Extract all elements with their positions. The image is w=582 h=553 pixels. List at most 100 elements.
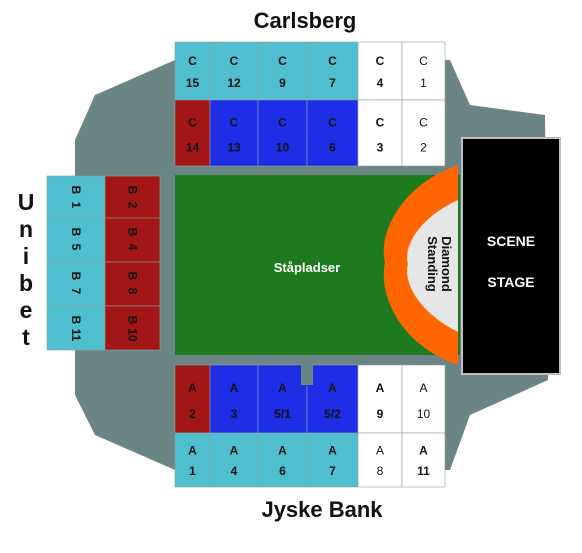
section-B7[interactable]: B7: [46, 261, 106, 307]
section-letter: A: [278, 444, 287, 458]
section-C4[interactable]: C4: [357, 41, 403, 101]
section-letter: B: [69, 186, 83, 195]
section-number: 8: [126, 288, 140, 295]
section-block[interactable]: [46, 217, 106, 263]
section-A3[interactable]: A3: [209, 364, 259, 434]
section-block[interactable]: [306, 99, 359, 167]
section-B1[interactable]: B1: [46, 175, 106, 221]
section-block[interactable]: [401, 99, 446, 167]
section-block[interactable]: [104, 261, 161, 307]
section-block[interactable]: [257, 364, 308, 434]
section-number: 1: [420, 76, 427, 90]
section-A10[interactable]: A10: [401, 364, 446, 434]
section-block[interactable]: [209, 432, 259, 488]
section-B5[interactable]: B5: [46, 217, 106, 263]
section-B10[interactable]: B10: [104, 305, 161, 351]
section-A11[interactable]: A11: [401, 432, 446, 488]
section-block[interactable]: [46, 261, 106, 307]
section-A6[interactable]: A6: [257, 432, 308, 488]
section-C7[interactable]: C7: [306, 41, 359, 101]
section-block[interactable]: [401, 364, 446, 434]
section-C3[interactable]: C3: [357, 99, 403, 167]
section-letter: C: [328, 54, 337, 68]
section-number: 2: [420, 140, 427, 154]
section-number: 3: [377, 140, 384, 154]
section-number: 11: [417, 464, 430, 478]
section-block[interactable]: [306, 41, 359, 101]
section-A5-2[interactable]: A5/2: [306, 364, 359, 434]
section-number: 10: [276, 140, 290, 154]
section-A9[interactable]: A9: [357, 364, 403, 434]
section-C9[interactable]: C9: [257, 41, 308, 101]
section-B2[interactable]: B2: [104, 175, 161, 221]
section-block[interactable]: [104, 305, 161, 351]
section-A7[interactable]: A7: [306, 432, 359, 488]
west-stand-title-letter: e: [20, 297, 33, 323]
west-stand-title-letter: i: [23, 243, 29, 269]
section-letter: B: [126, 272, 140, 281]
west-stand-title-letter: t: [22, 324, 30, 350]
section-B4[interactable]: B4: [104, 217, 161, 263]
section-block[interactable]: [104, 175, 161, 221]
section-block[interactable]: [174, 432, 211, 488]
section-block[interactable]: [357, 41, 403, 101]
section-block[interactable]: [174, 41, 211, 101]
section-A2[interactable]: A2: [174, 364, 211, 434]
section-letter: B: [126, 228, 140, 237]
section-C6[interactable]: C6: [306, 99, 359, 167]
section-A8[interactable]: A8: [357, 432, 403, 488]
diamond-label-line1: Diamond: [439, 236, 454, 292]
diamond-standing-area[interactable]: [407, 200, 458, 332]
north-stand-title: Carlsberg: [254, 8, 357, 33]
section-letter: B: [69, 316, 83, 325]
section-number: 5/1: [274, 407, 291, 421]
section-block[interactable]: [306, 432, 359, 488]
section-block[interactable]: [401, 432, 446, 488]
section-block[interactable]: [257, 41, 308, 101]
section-number: 4: [126, 244, 140, 251]
section-number: 10: [417, 407, 431, 421]
section-A4[interactable]: A4: [209, 432, 259, 488]
section-block[interactable]: [209, 364, 259, 434]
section-A1[interactable]: A1: [174, 432, 211, 488]
section-letter: A: [328, 381, 337, 395]
south-stand-title: Jyske Bank: [261, 497, 383, 522]
section-block[interactable]: [357, 364, 403, 434]
section-C1[interactable]: C1: [401, 41, 446, 101]
section-letter: B: [69, 228, 83, 237]
section-block[interactable]: [46, 175, 106, 221]
section-C14[interactable]: C14: [174, 99, 211, 167]
section-block[interactable]: [104, 217, 161, 263]
section-number: 6: [279, 464, 286, 478]
section-number: 6: [329, 140, 336, 154]
section-block[interactable]: [257, 432, 308, 488]
section-block[interactable]: [174, 99, 211, 167]
section-C13[interactable]: C13: [209, 99, 259, 167]
west-stand-title-letter: n: [19, 216, 33, 242]
section-B11[interactable]: B11: [46, 305, 106, 351]
section-C2[interactable]: C2: [401, 99, 446, 167]
stage-label-stage: STAGE: [487, 274, 534, 290]
section-number: 2: [126, 202, 140, 209]
section-block[interactable]: [174, 364, 211, 434]
section-block[interactable]: [209, 99, 259, 167]
section-block[interactable]: [357, 432, 403, 488]
section-number: 13: [227, 140, 241, 154]
section-C15[interactable]: C15: [174, 41, 211, 101]
section-block[interactable]: [257, 99, 308, 167]
section-A5-1[interactable]: A5/1: [257, 364, 308, 434]
stage: [461, 137, 561, 375]
section-number: 8: [377, 464, 384, 478]
section-B8[interactable]: B8: [104, 261, 161, 307]
section-letter: C: [278, 115, 287, 129]
section-letter: B: [126, 316, 140, 325]
section-block[interactable]: [401, 41, 446, 101]
diamond-label-line2: Standing: [425, 236, 440, 292]
section-block[interactable]: [209, 41, 259, 101]
standing-field-label: Ståpladser: [274, 260, 340, 275]
section-letter: C: [328, 115, 337, 129]
section-block[interactable]: [306, 364, 359, 434]
section-block[interactable]: [357, 99, 403, 167]
section-C12[interactable]: C12: [209, 41, 259, 101]
section-C10[interactable]: C 10: [257, 99, 308, 167]
